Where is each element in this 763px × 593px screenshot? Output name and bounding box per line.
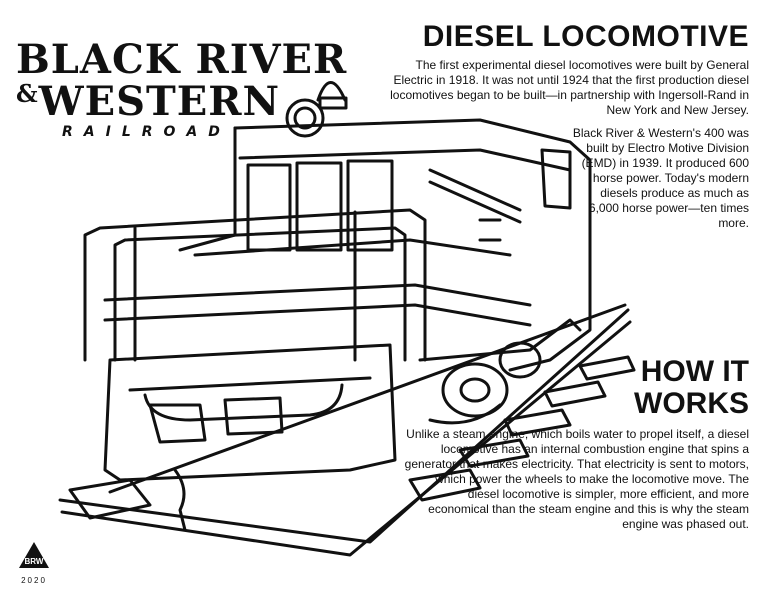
- logo-ampersand: &: [16, 79, 39, 108]
- badge-triangle-icon: BRW: [19, 542, 49, 568]
- brw-badge: BRW 2020: [17, 540, 51, 585]
- section-title-diesel-locomotive: DIESEL LOCOMOTIVE: [422, 20, 749, 53]
- logo-subtitle: RAILROAD: [62, 124, 231, 140]
- badge-year: 2020: [21, 576, 47, 585]
- how-it-works-paragraph: Unlike a steam engine, which boils water…: [404, 427, 749, 531]
- intro-paragraph: The first experimental diesel locomotive…: [390, 58, 749, 117]
- section-title-how-it-works: HOW IT WORKS: [634, 355, 749, 420]
- diesel-locomotive-illustration: [58, 81, 636, 557]
- brw-400-paragraph: Black River & Western's 400 was built by…: [572, 126, 749, 230]
- badge-text: BRW: [25, 557, 44, 566]
- logo-line-2: &WESTERN: [16, 79, 279, 122]
- logo-line-2-text: WESTERN: [38, 78, 281, 125]
